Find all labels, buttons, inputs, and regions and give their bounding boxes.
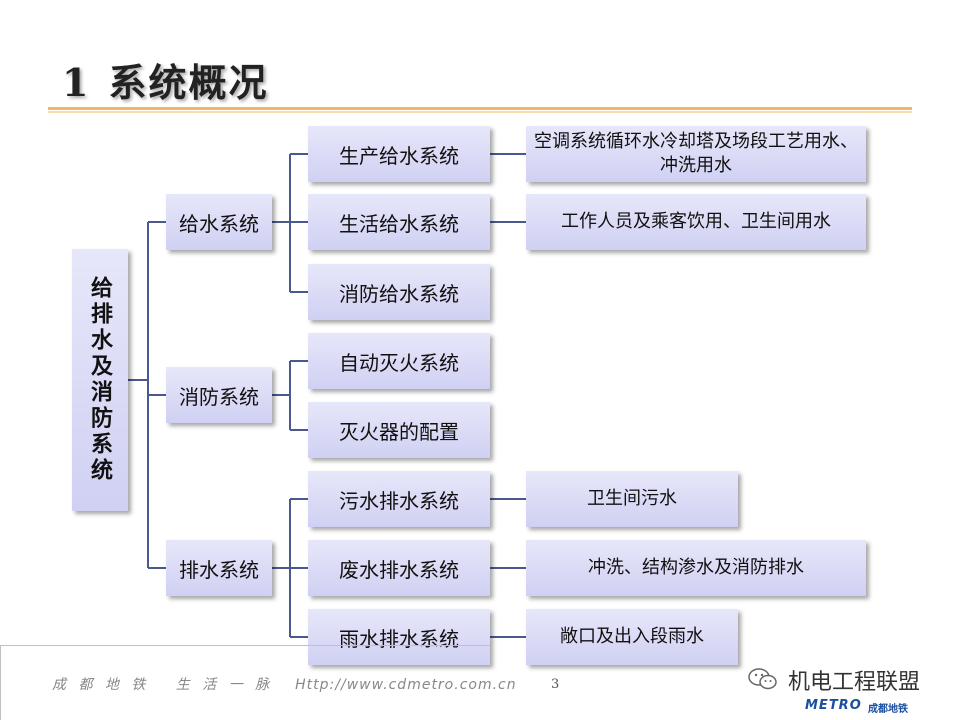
page-number: 3 (551, 677, 560, 692)
title-rule-shadow (48, 111, 912, 113)
detail-rain: 敞口及出入段雨水 (526, 609, 738, 665)
node-fire-water: 消防给水系统 (308, 264, 490, 320)
node-water-supply: 给水系统 (166, 194, 272, 250)
detail-waste: 冲洗、结构渗水及消防排水 (526, 540, 866, 596)
metro-logo: METRO (805, 698, 862, 713)
node-auto-extinguish: 自动灭火系统 (308, 333, 490, 389)
detail-domestic: 工作人员及乘客饮用、卫生间用水 (526, 194, 866, 250)
title-rule (48, 107, 912, 110)
node-sewage-drainage: 污水排水系统 (308, 471, 490, 527)
node-fire-protection: 消防系统 (166, 367, 272, 423)
node-waste-drainage: 废水排水系统 (308, 540, 490, 596)
footer-slogan: 成 都 地 铁 生 活 一 脉 Http://www.cdmetro.com.cn (52, 674, 517, 694)
metro-logo-cn: 成都地铁 (868, 704, 908, 715)
node-domestic-water: 生活给水系统 (308, 194, 490, 250)
detail-production: 空调系统循环水冷却塔及场段工艺用水、冲洗用水 (526, 126, 866, 182)
page-title: 1 系统概况 (62, 52, 268, 107)
footer-divider-vertical (0, 645, 1, 720)
root-node: 给排水及消防系统 (72, 249, 128, 511)
node-extinguisher-config: 灭火器的配置 (308, 402, 490, 458)
node-drainage: 排水系统 (166, 540, 272, 596)
detail-sewage: 卫生间污水 (526, 471, 738, 527)
watermark-text: 机电工程联盟 (788, 670, 921, 695)
node-rain-drainage: 雨水排水系统 (308, 609, 490, 665)
title-number: 1 (62, 60, 91, 105)
footer-left-text: 成 都 地 铁 生 活 一 脉 (52, 677, 274, 693)
node-production-water: 生产给水系统 (308, 126, 490, 182)
footer-divider (0, 645, 490, 646)
footer-url: Http://www.cdmetro.com.cn (295, 677, 517, 693)
wechat-icon (748, 668, 777, 690)
title-text: 系统概况 (108, 60, 269, 105)
